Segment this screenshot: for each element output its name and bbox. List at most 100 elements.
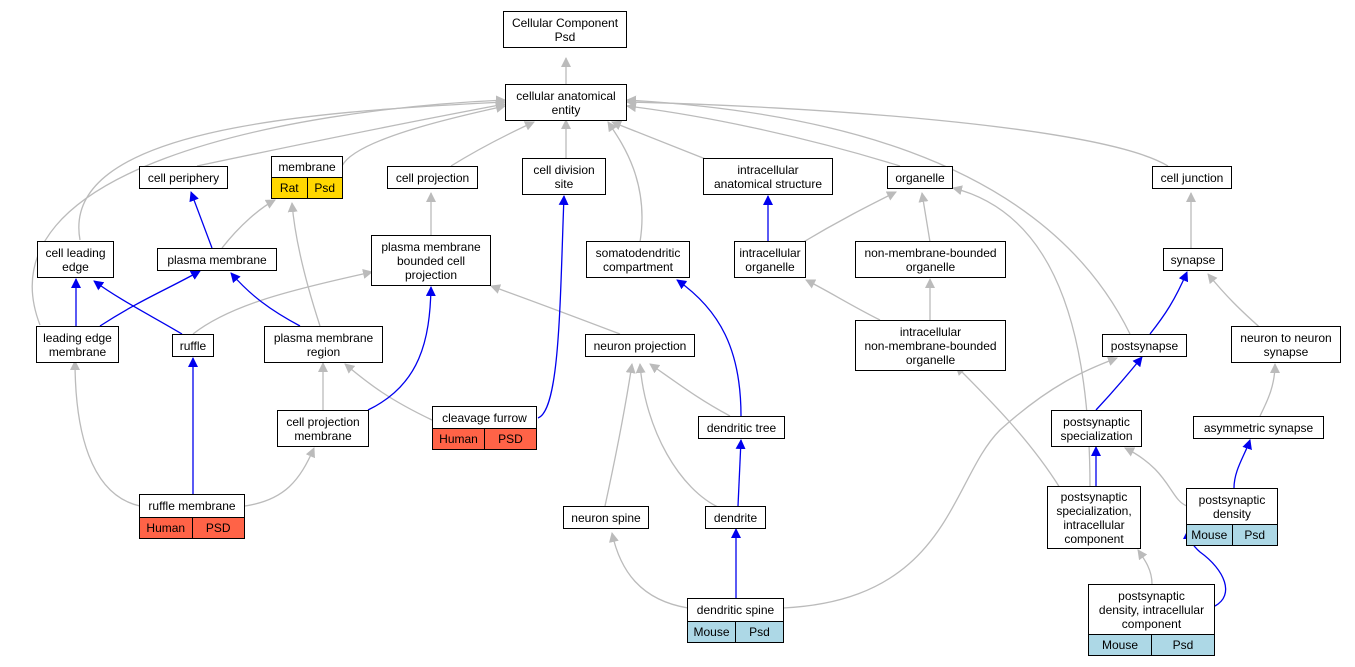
- edge-asym-to-n2n: [1259, 363, 1280, 417]
- node-label: postsynaptic density, intracellular comp…: [1098, 588, 1205, 631]
- node-label: neuron to neuron synapse: [1240, 330, 1332, 359]
- node-label: dendritic spine: [696, 603, 775, 617]
- node-label: plasma membrane bounded cell projection: [381, 239, 481, 282]
- node-plasma-membrane[interactable]: plasma membrane: [157, 248, 277, 271]
- edge-cleavage-partof-cds: [537, 195, 569, 419]
- node-label: somatodendritic compartment: [595, 245, 681, 274]
- edge-psdic-to-pssic: [1137, 549, 1153, 585]
- node-label: asymmetric synapse: [1203, 420, 1314, 435]
- node-postsynaptic-density[interactable]: postsynaptic density Mouse Psd: [1186, 488, 1278, 546]
- edge-io-to-organelle: [799, 191, 897, 245]
- node-plasma-membrane-bounded-cell-projection[interactable]: plasma membrane bounded cell projection: [371, 235, 491, 286]
- node-neuron-projection[interactable]: neuron projection: [585, 334, 695, 357]
- node-label: cell leading edge: [45, 245, 106, 274]
- edge-pssic-to-inmbo: [955, 365, 1061, 489]
- node-intracellular-anatomical-structure[interactable]: intracellular anatomical structure: [703, 158, 833, 195]
- node-postsynaptic-specialization-intracellular-component[interactable]: postsynaptic specialization, intracellul…: [1047, 486, 1141, 549]
- node-label: leading edge membrane: [43, 330, 112, 359]
- edge-cleavage-to-pmr: [344, 363, 433, 421]
- node-somatodendritic-compartment[interactable]: somatodendritic compartment: [586, 241, 690, 278]
- node-synapse[interactable]: synapse: [1163, 248, 1223, 271]
- edge-organelle-to-cae: [626, 102, 901, 167]
- node-label: synapse: [1170, 252, 1216, 267]
- edge-nspine-to-neuronprojection: [604, 363, 636, 507]
- tag-rat: Rat: [272, 178, 307, 198]
- edge-nmbo-to-organelle: [918, 192, 931, 243]
- node-postsynaptic-specialization[interactable]: postsynaptic specialization: [1051, 410, 1142, 447]
- node-label: membrane: [278, 160, 336, 174]
- node-dendritic-spine[interactable]: dendritic spine Mouse Psd: [687, 598, 784, 643]
- edge-periphery-to-cae: [196, 100, 506, 167]
- edge-pmr-to-membrane: [287, 202, 321, 327]
- node-label: cell projection membrane: [286, 414, 360, 443]
- node-dendritic-tree[interactable]: dendritic tree: [698, 416, 785, 439]
- edge-dtree-partof-somato: [676, 279, 742, 417]
- node-intracellular-non-membrane-bounded-organelle[interactable]: intracellular non-membrane-bounded organ…: [855, 320, 1006, 371]
- node-label: neuron spine: [571, 510, 641, 525]
- tag-mouse: Mouse: [1187, 525, 1232, 545]
- edge-dspine-to-nspine: [609, 532, 689, 609]
- species-tags: Mouse Psd: [688, 621, 783, 642]
- node-cellular-anatomical-entity[interactable]: cellular anatomical entity: [505, 84, 627, 121]
- edge-lem-to-cae: [31, 95, 506, 326]
- species-tags: Human PSD: [433, 428, 536, 449]
- tag-psd: Psd: [1231, 525, 1277, 545]
- node-organelle[interactable]: organelle: [887, 166, 953, 189]
- node-cleavage-furrow[interactable]: cleavage furrow Human PSD: [432, 406, 537, 450]
- edge-cellprojection-to-cae: [450, 121, 535, 167]
- node-label: cell division site: [533, 162, 595, 191]
- edge-n2n-to-synapse: [1207, 273, 1266, 333]
- edge-ruffle-partof-leadingedge: [93, 280, 183, 335]
- edge-dtree-to-neuronprojection: [649, 363, 731, 417]
- edge-postsynapse-to-cae: [626, 95, 1131, 335]
- node-postsynaptic-density-intracellular-component[interactable]: postsynaptic density, intracellular comp…: [1088, 584, 1215, 656]
- node-intracellular-organelle[interactable]: intracellular organelle: [734, 241, 806, 278]
- node-asymmetric-synapse[interactable]: asymmetric synapse: [1193, 416, 1324, 439]
- species-tags: Rat Psd: [272, 177, 342, 198]
- tag-mouse: Mouse: [1089, 635, 1151, 655]
- edge-pm-partof-periphery: [189, 191, 213, 249]
- node-postsynapse[interactable]: postsynapse: [1102, 334, 1187, 357]
- node-cell-leading-edge[interactable]: cell leading edge: [37, 241, 114, 278]
- edge-cpm-partof-pmbcp: [367, 286, 436, 411]
- edge-leadingedge-to-cae: [78, 97, 506, 241]
- node-cell-projection-membrane[interactable]: cell projection membrane: [277, 410, 369, 447]
- edge-ruffle-to-pmbcp: [192, 269, 373, 335]
- node-label: postsynaptic density: [1198, 492, 1266, 521]
- tag-human: Human: [433, 429, 484, 449]
- tag-psd: Psd: [735, 622, 783, 642]
- edge-pm-to-membrane: [221, 199, 276, 249]
- tag-human: Human: [140, 518, 192, 538]
- node-label: neuron projection: [593, 338, 687, 353]
- edge-postsynapse-partof-synapse: [1149, 271, 1189, 335]
- node-cell-junction[interactable]: cell junction: [1152, 166, 1232, 189]
- node-plasma-membrane-region[interactable]: plasma membrane region: [264, 326, 383, 363]
- node-neuron-to-neuron-synapse[interactable]: neuron to neuron synapse: [1231, 326, 1341, 363]
- node-non-membrane-bounded-organelle[interactable]: non-membrane-bounded organelle: [855, 241, 1006, 278]
- node-ruffle-membrane[interactable]: ruffle membrane Human PSD: [139, 494, 245, 539]
- node-neuron-spine[interactable]: neuron spine: [563, 506, 649, 529]
- node-cell-projection[interactable]: cell projection: [387, 166, 478, 189]
- node-label: ruffle: [179, 338, 207, 353]
- tag-psd: Psd: [1151, 635, 1214, 655]
- node-dendrite[interactable]: dendrite: [705, 506, 766, 529]
- node-cell-periphery[interactable]: cell periphery: [139, 166, 228, 189]
- species-tags: Mouse Psd: [1187, 524, 1277, 545]
- node-label: organelle: [895, 170, 945, 185]
- edge-ias-to-cae: [611, 120, 709, 161]
- node-ruffle[interactable]: ruffle: [172, 334, 214, 357]
- edge-psd-partof-asym: [1233, 439, 1252, 489]
- species-tags: Mouse Psd: [1089, 634, 1214, 655]
- node-membrane[interactable]: membrane Rat Psd: [271, 156, 343, 199]
- edge-dendrite-to-neuronprojection: [635, 363, 721, 509]
- node-cell-division-site[interactable]: cell division site: [522, 158, 606, 195]
- tag-psd: Psd: [306, 178, 342, 198]
- edge-inmbo-to-io: [805, 279, 881, 321]
- node-label: plasma membrane: [167, 252, 267, 267]
- node-label: Cellular Component Psd: [511, 15, 619, 44]
- node-leading-edge-membrane[interactable]: leading edge membrane: [36, 326, 119, 363]
- edge-membrane-to-cae: [341, 103, 506, 167]
- tag-mouse: Mouse: [688, 622, 735, 642]
- node-cellular-component-psd[interactable]: Cellular Component Psd: [503, 11, 627, 48]
- edge-pmr-partof-pm: [230, 272, 301, 327]
